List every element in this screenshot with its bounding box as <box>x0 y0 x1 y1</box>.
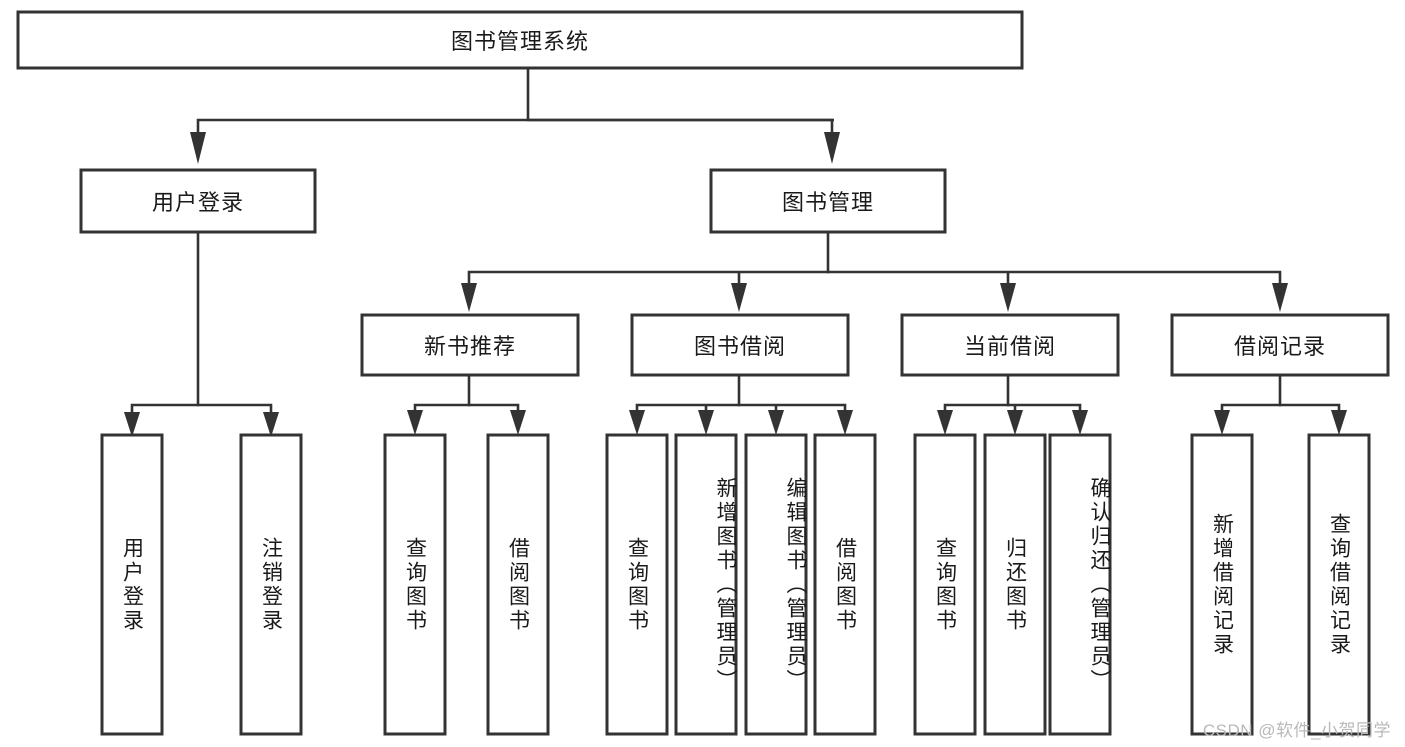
connector-book-borrow-bus <box>635 403 847 414</box>
node-user-login-box[interactable] <box>79 168 317 234</box>
arrow-to-leaf-add-record <box>1214 410 1230 435</box>
node-book-manage-box[interactable] <box>709 168 947 234</box>
arrow-to-borrow-record <box>1272 283 1288 312</box>
bus-mask-root <box>834 112 1394 128</box>
arrow-to-book-borrow <box>731 283 747 312</box>
connector-user-login-bus <box>130 403 273 416</box>
node-new-book-box[interactable] <box>360 313 580 377</box>
node-root-box[interactable] <box>16 10 1024 70</box>
node-book-borrow-box[interactable] <box>630 313 850 377</box>
leaf-box-query-book-3[interactable] <box>913 433 977 736</box>
arrow-to-leaf-return-book <box>1007 410 1023 435</box>
node-borrow-record-box[interactable] <box>1170 313 1390 377</box>
leaf-box-borrow-book-1[interactable] <box>486 433 550 736</box>
leaf-box-logout[interactable] <box>239 433 303 736</box>
arrow-to-new-book <box>461 283 477 312</box>
csdn-watermark: CSDN @软件_小贺同学 <box>1202 721 1391 740</box>
leaf-box-query-record[interactable] <box>1307 433 1371 736</box>
arrow-to-leaf-confirm-return <box>1072 410 1088 435</box>
leaf-box-query-book-1[interactable] <box>383 433 447 736</box>
arrow-to-leaf-logout <box>263 412 279 437</box>
connector-level3-bus <box>467 270 1282 285</box>
arrow-to-leaf-query-book-1 <box>407 410 423 435</box>
leaf-box-return-book[interactable] <box>983 433 1047 736</box>
leaf-box-add-book[interactable] <box>674 433 738 736</box>
arrow-to-leaf-query-record <box>1331 410 1347 435</box>
arrow-to-current-borrow <box>1000 283 1016 312</box>
arrow-to-leaf-edit-book <box>768 410 784 435</box>
arrow-to-leaf-user-login <box>124 412 140 437</box>
leaf-box-add-record[interactable] <box>1190 433 1254 736</box>
leaf-box-query-book-2[interactable] <box>605 433 669 736</box>
arrow-to-leaf-borrow-book-2 <box>837 410 853 435</box>
arrow-to-leaf-add-book <box>698 410 714 435</box>
connector-new-book-bus <box>413 403 520 414</box>
connector-borrow-record-bus <box>1220 403 1341 414</box>
connector-current-borrow-bus <box>943 403 1082 414</box>
arrow-to-book-manage <box>824 132 840 164</box>
leaf-box-edit-book[interactable] <box>744 433 808 736</box>
leaf-box-confirm-return[interactable] <box>1048 433 1112 736</box>
leaf-box-user-login[interactable] <box>100 433 164 736</box>
leaf-box-borrow-book-2[interactable] <box>813 433 877 736</box>
arrow-to-leaf-query-book-3 <box>937 410 953 435</box>
arrow-to-leaf-borrow-book-1 <box>510 410 526 435</box>
arrow-to-leaf-query-book-2 <box>629 410 645 435</box>
arrow-to-user-login <box>190 132 206 164</box>
node-current-borrow-box[interactable] <box>900 313 1120 377</box>
